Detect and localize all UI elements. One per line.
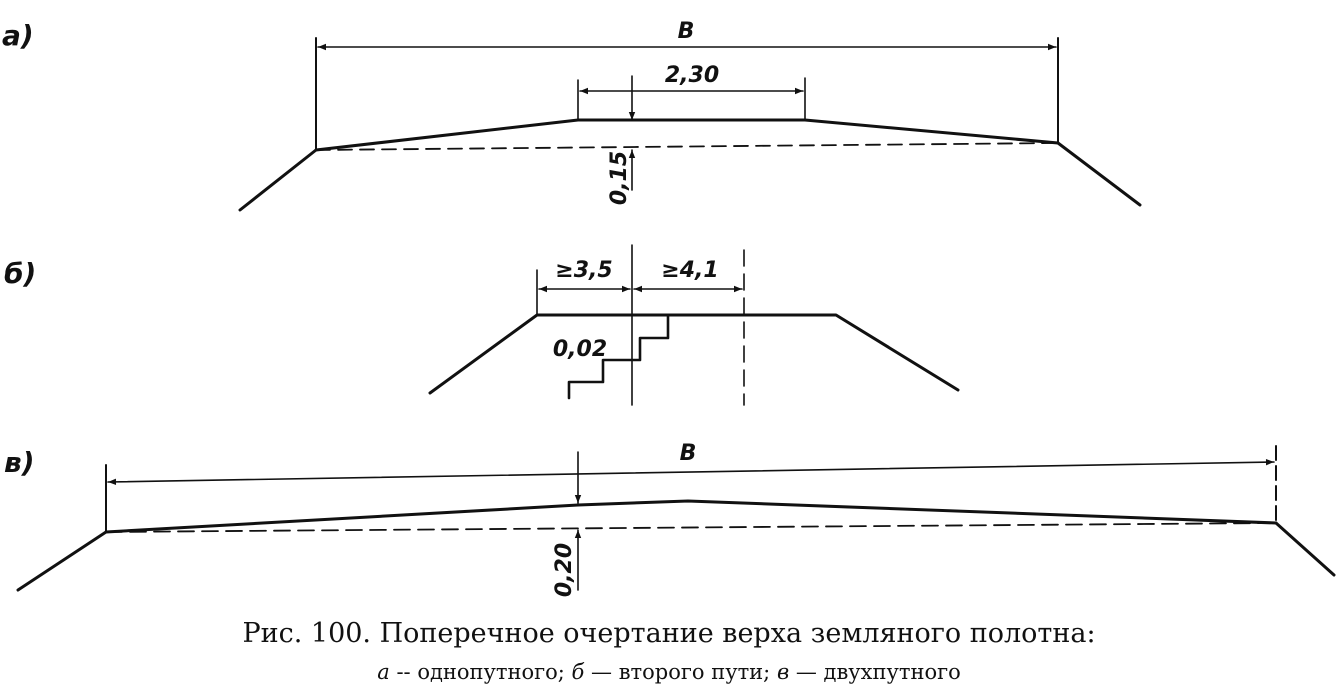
caption-text-b: — второго пути;: [584, 660, 777, 684]
panel-c-height-label: 0,20: [552, 543, 577, 597]
panel-a-right-slope: [1056, 141, 1142, 207]
figure-caption-legend: а -- однопутного; б — второго пути; в — …: [0, 660, 1338, 684]
panel-c: в) B 0,20: [4, 441, 1336, 597]
panel-c-left-slope: [16, 530, 108, 592]
figure-caption: Рис. 100. Поперечное очертание верха зем…: [242, 618, 1096, 649]
panel-b-slope-label: 0,02: [553, 337, 607, 362]
panel-c-base-line: [105, 522, 1277, 533]
panel-b-right-width-label: ≥4,1: [661, 258, 718, 283]
panel-c-width-label: B: [680, 441, 697, 466]
caption-letter-a: а: [377, 660, 390, 684]
caption-text-a: -- однопутного;: [389, 660, 572, 684]
panel-a-top-width-label: 2,30: [665, 63, 719, 88]
panel-b: б) ≥3,5 ≥4,1 0,02: [4, 244, 960, 406]
panel-a-left-slope: [238, 148, 318, 212]
caption-letter-b: б: [571, 660, 585, 684]
panel-b-left-width-label: ≥3,5: [555, 258, 612, 283]
caption-letter-c: в: [776, 660, 790, 684]
panel-c-label: в): [4, 446, 35, 479]
panel-b-top-profile: [428, 313, 960, 395]
panel-a: а) B 2,30 0,15: [2, 19, 1142, 212]
diagram: а) B 2,30 0,15 б) ≥3,5 ≥4,1: [2, 19, 1336, 597]
panel-c-crown-profile: [104, 499, 1278, 534]
panel-a-height-label: 0,15: [607, 151, 632, 205]
panel-a-label: а): [2, 19, 34, 52]
panel-a-width-label: B: [678, 19, 695, 44]
panel-b-label: б): [4, 257, 36, 290]
panel-a-base-line: [315, 142, 1059, 151]
caption-text-c: — двухпутного: [789, 660, 961, 684]
panel-c-right-slope: [1274, 521, 1336, 577]
panel-b-stepped-profile: [567, 313, 670, 400]
panel-a-crown-profile: [314, 118, 1060, 152]
panel-c-width-dimension: [107, 458, 1275, 486]
